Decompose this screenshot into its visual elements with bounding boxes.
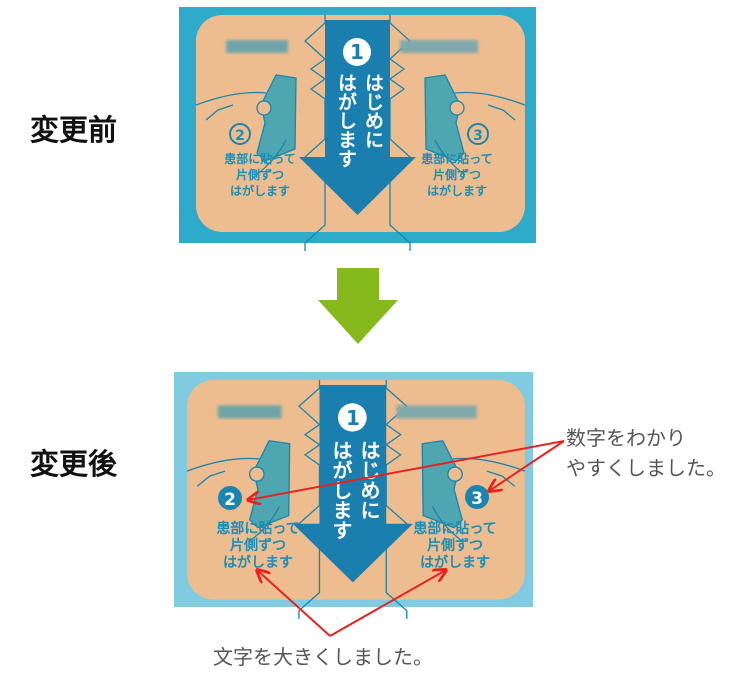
arrow-to-left-text (257, 570, 331, 637)
step2-circle (218, 486, 242, 510)
right-text-line1: 患部に貼って (421, 151, 492, 166)
note-numbers-line1: 数字をわかり (566, 426, 686, 450)
right-text-line3: はがします (420, 554, 490, 571)
left-text-line2: 片側ずつ (236, 167, 284, 182)
left-text-line3: はがします (223, 554, 293, 571)
after-panel: 1 はじめに はがします 2 患部に貼って 片側ずつ はがします 3 患部に貼っ… (174, 372, 533, 619)
step1-text-col2: はがします (329, 440, 353, 540)
step2-number: 2 (224, 490, 236, 510)
arrow-to-step2 (248, 440, 565, 500)
left-text-line2: 片側ずつ (230, 537, 286, 554)
step2-number: 2 (235, 128, 245, 144)
step1-number: 1 (350, 40, 364, 64)
right-text-line2: 片側ずつ (427, 537, 483, 554)
left-text-line3: はがします (230, 183, 290, 198)
step3-circle (465, 485, 489, 509)
label-after: 変更後 (30, 447, 118, 481)
step1-text-col1: はじめに (357, 440, 381, 520)
note-text-size: 文字を大きくしました。 (213, 645, 433, 669)
step3-number: 3 (471, 489, 483, 509)
step1-number: 1 (346, 406, 360, 430)
arrow-to-step3 (489, 440, 565, 491)
note-numbers-line2: やすくしました。 (566, 456, 726, 480)
step3-number: 3 (473, 128, 483, 144)
annotation-arrows (248, 440, 565, 637)
right-text-line1: 患部に貼って (413, 520, 496, 537)
step2-circle (229, 123, 251, 145)
left-text-line1: 患部に貼って (224, 151, 295, 166)
step1-text-col2: はがします (335, 73, 357, 168)
before-panel: 1 はじめに はがします 2 患部に貼って 片側ずつ はがします 3 患部に貼っ… (179, 7, 536, 251)
arrow-to-right-text (329, 570, 446, 637)
down-arrow-icon (318, 268, 398, 344)
right-text-line2: 片側ずつ (433, 167, 481, 182)
right-text-line3: はがします (427, 183, 487, 198)
step1-text-col1: はじめに (362, 73, 384, 149)
step3-circle (467, 123, 489, 145)
label-before: 変更前 (30, 113, 117, 147)
left-text-line1: 患部に貼って (216, 520, 299, 537)
